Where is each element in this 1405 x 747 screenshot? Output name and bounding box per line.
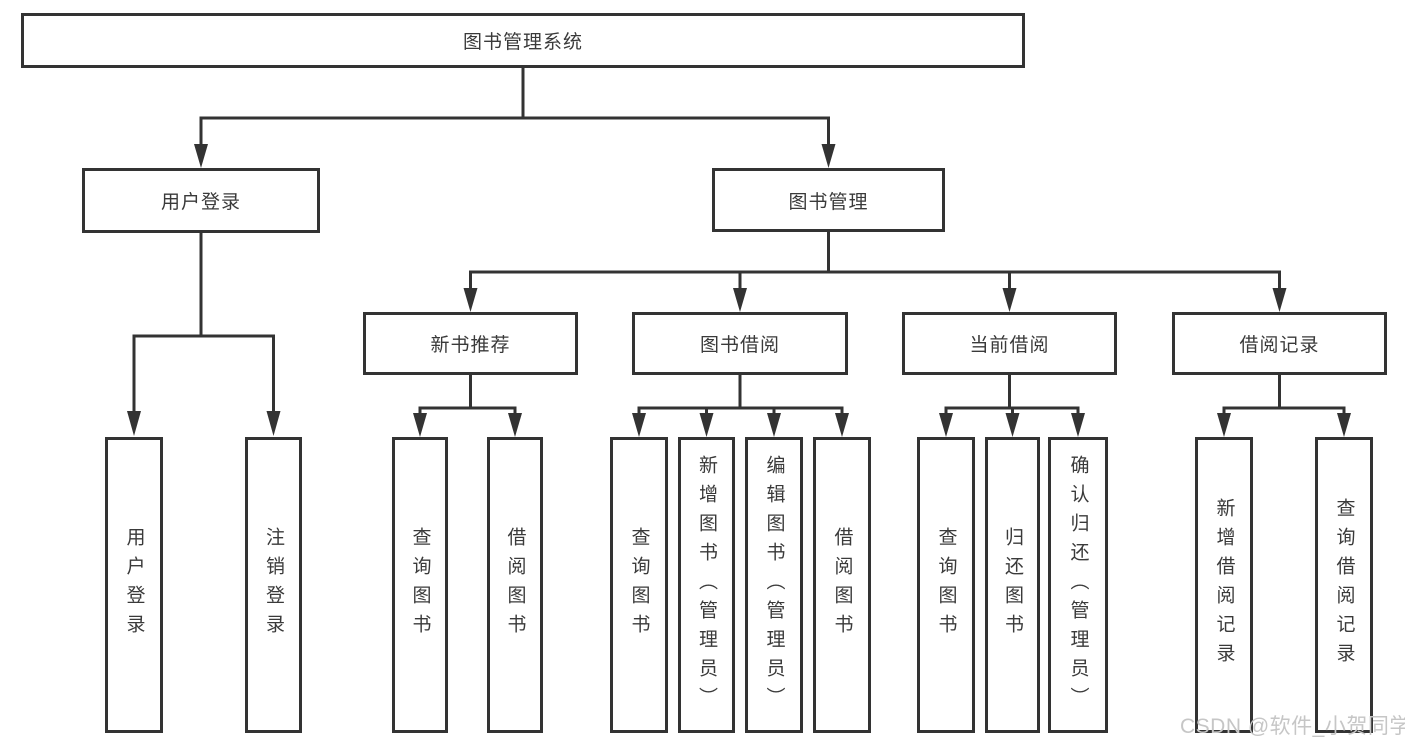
arrowhead	[835, 413, 849, 437]
arrowhead	[1217, 413, 1231, 437]
arrowhead	[632, 413, 646, 437]
node-edit-books-admin: 编辑图书（管理员）	[745, 437, 803, 733]
arrowhead	[1071, 413, 1085, 437]
leaf-label: 确认归还（管理员）	[1067, 454, 1089, 716]
edge-login-to-children	[132, 233, 275, 413]
node-confirm-return-admin: 确认归还（管理员）	[1048, 437, 1108, 733]
arrowhead	[194, 144, 208, 168]
node-logout-leaf: 注销登录	[245, 437, 302, 733]
edge-root-to-level2	[199, 68, 830, 146]
node-query-borrow-record: 查询借阅记录	[1315, 437, 1373, 733]
arrowhead	[508, 413, 522, 437]
arrowhead	[1272, 288, 1287, 312]
arrowhead	[699, 413, 714, 437]
edge-records-to-children	[1222, 375, 1346, 415]
leaf-label: 借阅图书	[504, 527, 526, 643]
leaf-label: 查询图书	[628, 527, 650, 643]
arrowhead	[733, 288, 747, 312]
node-return-books: 归还图书	[985, 437, 1040, 733]
node-borrow-books-recommend: 借阅图书	[487, 437, 543, 733]
node-current-borrow: 当前借阅	[902, 312, 1117, 375]
node-query-books-current: 查询图书	[917, 437, 975, 733]
arrowhead	[1002, 288, 1017, 312]
leaf-label: 注销登录	[263, 527, 284, 643]
node-borrow-records: 借阅记录	[1172, 312, 1387, 375]
leaf-label: 查询图书	[409, 527, 431, 643]
leaf-label: 编辑图书（管理员）	[763, 454, 785, 716]
node-borrow-books-leaf: 借阅图书	[813, 437, 871, 733]
node-user-login: 用户登录	[82, 168, 320, 233]
edge-mgmt-to-groups	[469, 232, 1281, 290]
arrowhead	[939, 413, 953, 437]
arrowhead	[413, 413, 427, 437]
leaf-label: 新增借阅记录	[1213, 498, 1235, 672]
edge-recommend-to-children	[418, 375, 517, 415]
leaf-label: 归还图书	[1002, 527, 1023, 643]
leaf-label: 借阅图书	[831, 527, 853, 643]
node-book-borrow: 图书借阅	[632, 312, 848, 375]
node-library-system: 图书管理系统	[21, 13, 1025, 68]
node-new-book-recommend: 新书推荐	[363, 312, 578, 375]
arrowhead	[1005, 413, 1020, 437]
arrowhead	[821, 144, 836, 168]
leaf-label: 查询图书	[935, 527, 957, 643]
node-query-books-recommend: 查询图书	[392, 437, 448, 733]
csdn-watermark: CSDN @软件_小贺同学	[1180, 715, 1405, 738]
edge-borrow-to-children	[637, 375, 844, 415]
arrowhead	[1337, 413, 1351, 437]
leaf-label: 新增图书（管理员）	[696, 454, 717, 716]
leaf-label: 查询借阅记录	[1333, 498, 1355, 672]
node-query-books-borrow: 查询图书	[610, 437, 668, 733]
arrowhead	[463, 288, 478, 312]
arrowhead	[127, 411, 141, 436]
leaf-label: 用户登录	[123, 527, 145, 643]
edge-current-to-children	[944, 375, 1080, 415]
node-add-borrow-record: 新增借阅记录	[1195, 437, 1253, 733]
arrowhead	[266, 411, 281, 436]
node-add-books-admin: 新增图书（管理员）	[678, 437, 735, 733]
arrowhead	[767, 413, 781, 437]
node-user-login-leaf: 用户登录	[105, 437, 163, 733]
node-book-management: 图书管理	[712, 168, 945, 232]
